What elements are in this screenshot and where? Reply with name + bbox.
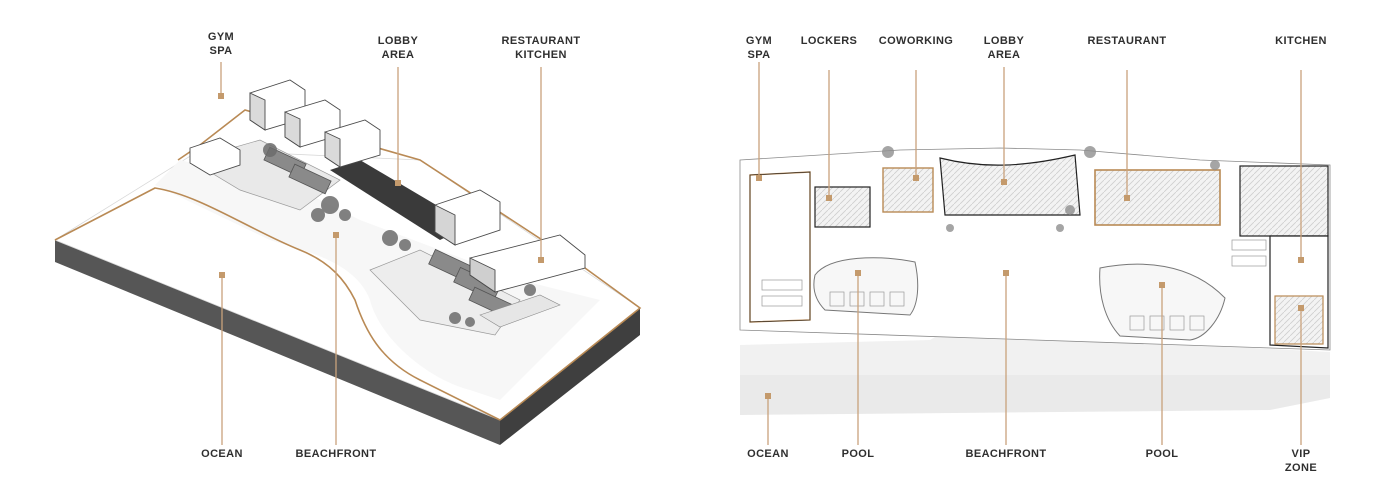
label-kitchen-plan: KITCHEN [1275, 34, 1327, 48]
label-line: RESTAURANT [501, 35, 581, 47]
sea [740, 375, 1330, 415]
label-restaurant-plan: RESTAURANT [1088, 34, 1167, 48]
axonometric-leaders [218, 62, 544, 445]
label-pool-right-plan: POOL [1146, 447, 1179, 461]
label-line: OCEAN [201, 448, 243, 460]
label-line: AREA [987, 49, 1021, 61]
label-lobby-area-axo: LOBBY AREA [378, 34, 419, 62]
label-line: BEACHFRONT [965, 448, 1047, 460]
label-line: COWORKING [878, 35, 954, 47]
ground-side-left [55, 240, 500, 445]
label-restaurant-kitchen-axo: RESTAURANT KITCHEN [502, 34, 581, 62]
label-line: GYM [207, 31, 235, 43]
plan-leaders [756, 62, 1304, 445]
label-line: BEACHFRONT [295, 448, 377, 460]
label-coworking-plan: COWORKING [879, 34, 953, 48]
plan-diagram [739, 146, 1331, 415]
label-line: AREA [381, 49, 415, 61]
label-gym-spa-plan: GYM SPA [746, 34, 772, 62]
lobby-block [939, 154, 1081, 216]
label-beachfront-plan: BEACHFRONT [966, 447, 1047, 461]
label-lockers-plan: LOCKERS [801, 34, 858, 48]
restaurant-block [1094, 169, 1221, 226]
label-line: OCEAN [747, 448, 789, 460]
ground-side-right [500, 308, 640, 445]
pool-left [813, 257, 919, 316]
label-line: POOL [1145, 448, 1179, 460]
label-line: GYM [745, 35, 773, 47]
label-line: LOBBY [377, 35, 419, 47]
label-line: SPA [209, 45, 233, 57]
label-line: LOCKERS [800, 35, 858, 47]
label-line: POOL [841, 448, 875, 460]
label-line: ZONE [1284, 462, 1318, 474]
label-line: LOBBY [983, 35, 1025, 47]
kitchen-block [1239, 165, 1329, 237]
label-ocean-plan: OCEAN [747, 447, 789, 461]
axonometric-diagram [54, 79, 642, 445]
label-vip-zone-plan: VIP ZONE [1285, 447, 1317, 475]
label-line: VIP [1291, 448, 1311, 460]
lockers-room [814, 186, 871, 228]
label-beachfront-axo: BEACHFRONT [296, 447, 377, 461]
label-line: KITCHEN [515, 49, 567, 61]
beach-band [155, 160, 600, 400]
coworking-room [882, 167, 934, 213]
label-pool-left-plan: POOL [842, 447, 875, 461]
label-line: KITCHEN [1275, 35, 1327, 47]
label-line: SPA [747, 49, 771, 61]
label-gym-spa-axo: GYM SPA [208, 30, 234, 58]
beachfront-outline [54, 187, 501, 421]
label-line: RESTAURANT [1087, 35, 1167, 47]
label-lobby-area-plan: LOBBY AREA [984, 34, 1025, 62]
label-ocean-axo: OCEAN [201, 447, 243, 461]
